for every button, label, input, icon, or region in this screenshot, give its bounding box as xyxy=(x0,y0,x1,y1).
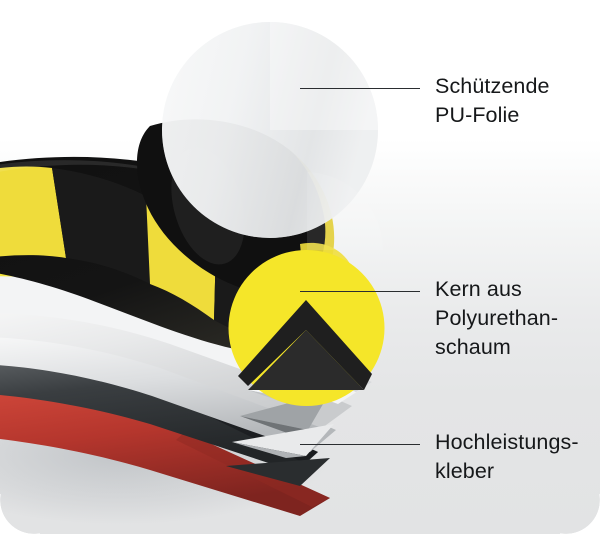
callout-adhesive: Hochleistungs- kleber xyxy=(435,428,579,486)
leader-line-foam-core xyxy=(300,291,420,292)
callout-foam-core: Kern aus Polyurethan- schaum xyxy=(435,275,558,362)
leader-line-protective-film xyxy=(300,88,420,89)
leader-line-adhesive xyxy=(300,444,420,445)
bottom-left-corner-mask xyxy=(0,494,40,534)
callout-label-foam-core: Kern aus Polyurethan- schaum xyxy=(435,277,559,359)
callout-protective-film: Schützende PU-Folie xyxy=(435,72,550,130)
bottom-right-corner-mask xyxy=(560,494,600,534)
product-cutaway-illustration xyxy=(0,22,385,525)
callout-label-adhesive: Hochleistungs- kleber xyxy=(435,430,579,483)
callout-label-protective-film: Schützende PU-Folie xyxy=(435,74,550,127)
